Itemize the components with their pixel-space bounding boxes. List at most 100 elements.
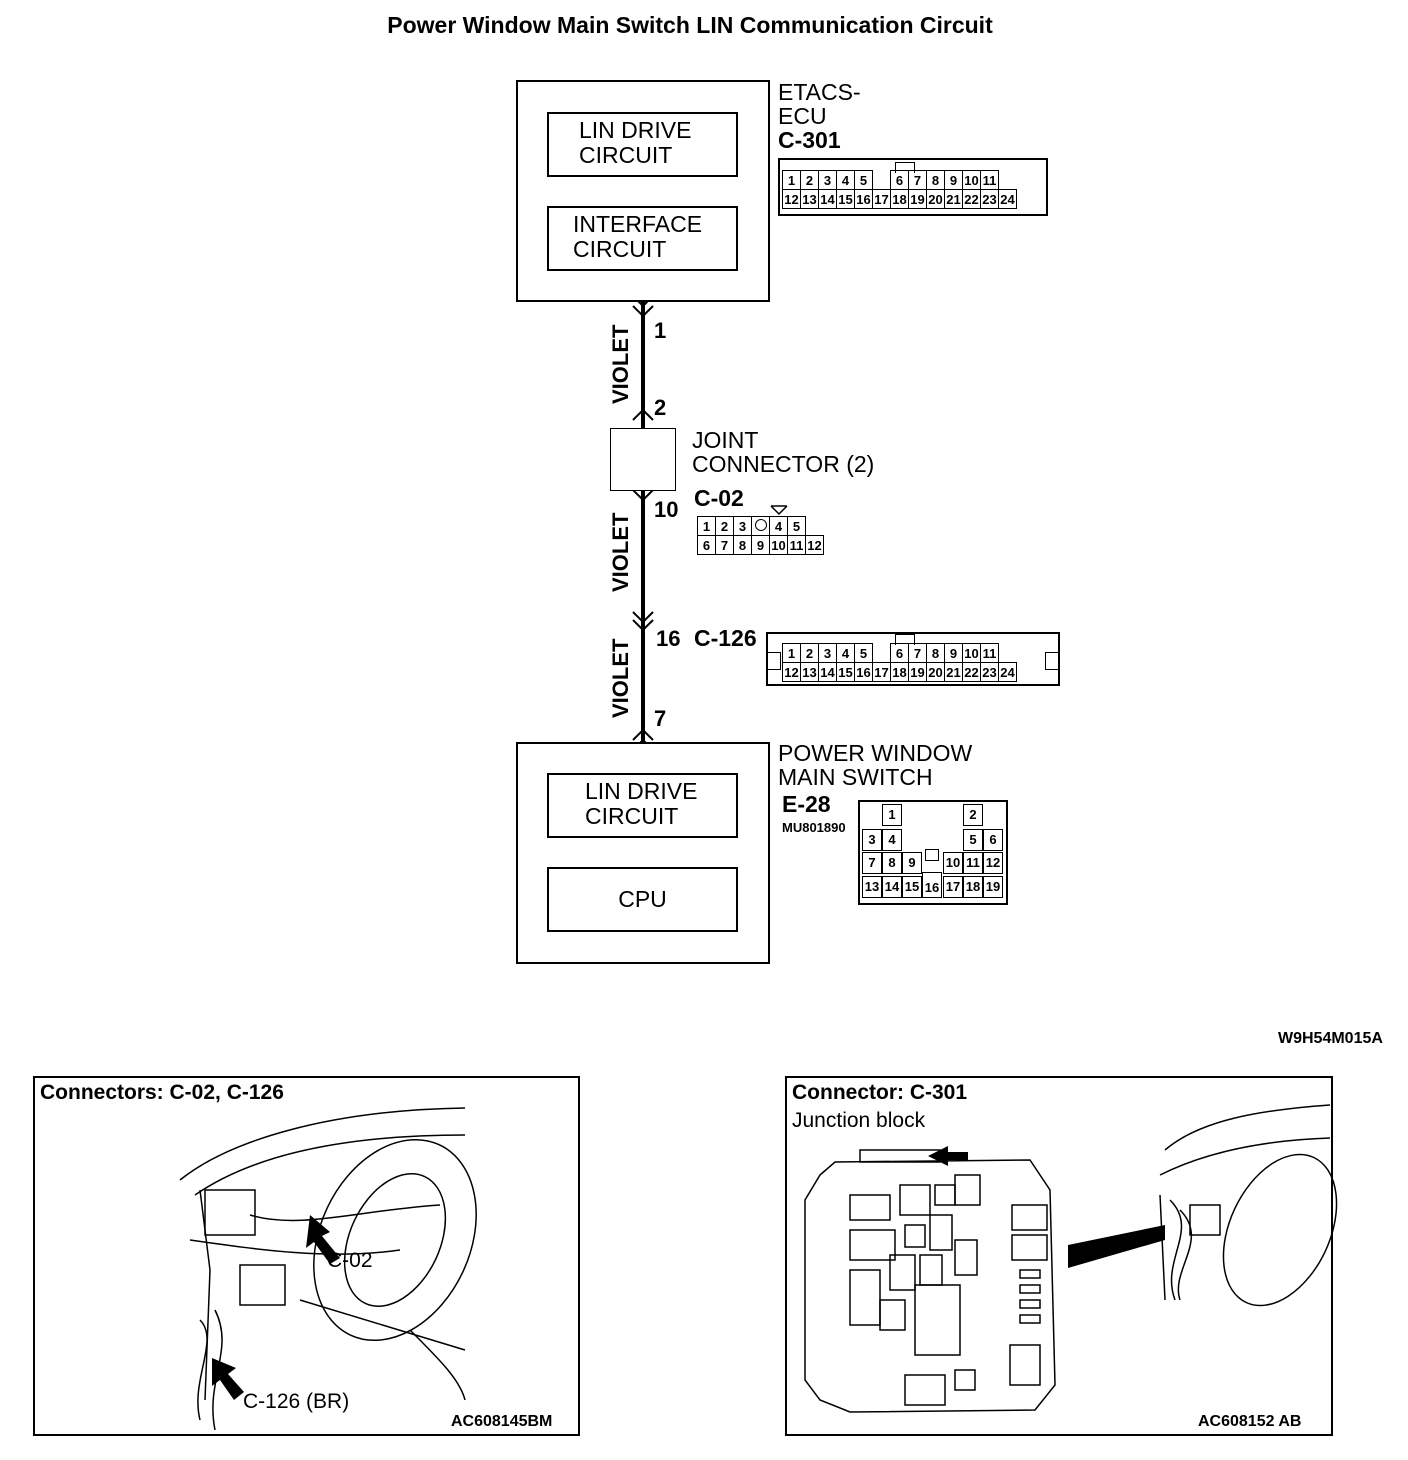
connector-pin: 15 bbox=[836, 662, 855, 682]
connector-pin: 10 bbox=[962, 170, 981, 190]
connector-pin: 6 bbox=[890, 170, 909, 190]
connector-pin: 2 bbox=[800, 170, 819, 190]
connector-pin: 11 bbox=[980, 170, 999, 190]
connector-pin: 3 bbox=[818, 170, 837, 190]
panel-right-title: Connector: C-301 bbox=[792, 1081, 968, 1104]
connector-pin: 9 bbox=[751, 535, 770, 555]
connector-pin: 10 bbox=[769, 535, 788, 555]
connector-pin: 21 bbox=[944, 662, 963, 682]
joint-connector-box bbox=[610, 428, 676, 491]
panel-left-code: AC608145BM bbox=[451, 1413, 553, 1430]
connector-pin: 3 bbox=[862, 829, 882, 851]
wire1-pin-top: 1 bbox=[654, 318, 667, 343]
c126-latch bbox=[895, 634, 915, 645]
pwms-cpu-block: CPU bbox=[547, 867, 738, 932]
figure-code: W9H54M015A bbox=[1278, 1030, 1383, 1047]
connector-pin: 14 bbox=[818, 662, 837, 682]
pwms-name-line2: MAIN SWITCH bbox=[778, 764, 933, 790]
etacs-ecu-box bbox=[516, 80, 770, 302]
etacs-name-line2: ECU bbox=[778, 103, 827, 129]
connector-pin: 3 bbox=[818, 643, 837, 663]
wire2-color: VIOLET bbox=[608, 512, 633, 592]
connector-pin: 5 bbox=[963, 829, 983, 851]
connector-pin: 23 bbox=[980, 189, 999, 209]
pwms-lin-drive-block: LIN DRIVE CIRCUIT bbox=[547, 773, 738, 838]
connector-pin: 16 bbox=[854, 189, 873, 209]
connector-key-slot bbox=[873, 171, 891, 190]
connector-pin: 22 bbox=[962, 189, 981, 209]
connector-pin: 24 bbox=[998, 662, 1017, 682]
connector-pin: 23 bbox=[980, 662, 999, 682]
etacs-interface-line2: CIRCUIT bbox=[573, 236, 667, 262]
connector-pin: 15 bbox=[902, 876, 922, 898]
dashboard-sketch-left bbox=[179, 1107, 477, 1431]
connector-pin: 18 bbox=[890, 662, 909, 682]
c126-side-tab-left bbox=[766, 652, 781, 670]
connector-pin: 11 bbox=[980, 643, 999, 663]
wire2-pin-bottom: 16 bbox=[656, 626, 681, 651]
c02-connector-id: C-02 bbox=[694, 485, 744, 511]
connector-pin: 13 bbox=[862, 876, 882, 898]
connector-pin: 12 bbox=[782, 662, 801, 682]
connector-pin: 2 bbox=[963, 804, 983, 826]
c301-latch bbox=[895, 162, 915, 173]
etacs-lin-drive-line1: LIN DRIVE bbox=[579, 117, 692, 143]
c02-latch bbox=[770, 505, 788, 519]
connector-location-panel-left bbox=[33, 1076, 580, 1436]
wire3-pin-bottom: 7 bbox=[654, 706, 667, 731]
connector-pin: 8 bbox=[882, 852, 902, 874]
connector-pin: 4 bbox=[769, 516, 788, 536]
connector-pin: 1 bbox=[782, 170, 801, 190]
wire3-color: VIOLET bbox=[608, 638, 633, 718]
connector-pin: 8 bbox=[926, 643, 945, 663]
pwms-cpu-label: CPU bbox=[618, 886, 667, 912]
page-title: Power Window Main Switch LIN Communicati… bbox=[387, 12, 993, 38]
connector-key-slot bbox=[873, 644, 891, 663]
connector-pin: 4 bbox=[882, 829, 902, 851]
connector-pin: 5 bbox=[854, 643, 873, 663]
connector-pin: 8 bbox=[926, 170, 945, 190]
connector-pin: 15 bbox=[836, 189, 855, 209]
connector-pin: 16 bbox=[922, 872, 942, 898]
e28-latch bbox=[925, 849, 939, 861]
connector-pin: 20 bbox=[926, 189, 945, 209]
connector-pin: 3 bbox=[733, 516, 752, 536]
connector-pin: 1 bbox=[697, 516, 716, 536]
e28-part-number: MU801890 bbox=[782, 820, 846, 835]
connector-pin: 11 bbox=[787, 535, 806, 555]
connector-pin: 7 bbox=[908, 170, 927, 190]
connector-pin: 7 bbox=[715, 535, 734, 555]
c126-side-tab-right bbox=[1045, 652, 1060, 670]
connector-pin: 16 bbox=[854, 662, 873, 682]
connector-pin: 4 bbox=[836, 170, 855, 190]
connector-pin: 13 bbox=[800, 662, 819, 682]
connector-pin: 5 bbox=[854, 170, 873, 190]
connector-pin: 2 bbox=[715, 516, 734, 536]
connector-pin: 22 bbox=[962, 662, 981, 682]
pwms-lin-drive-line1: LIN DRIVE bbox=[585, 778, 698, 804]
connector-pin: 17 bbox=[872, 662, 891, 682]
connector-pin: 11 bbox=[963, 852, 983, 874]
connector-pin: 6 bbox=[697, 535, 716, 555]
etacs-lin-drive-line2: CIRCUIT bbox=[579, 142, 673, 168]
etacs-lin-drive-block: LIN DRIVE CIRCUIT bbox=[547, 112, 738, 177]
connector-pin: 1 bbox=[782, 643, 801, 663]
c126-connector-id: C-126 bbox=[694, 625, 757, 651]
etacs-interface-line1: INTERFACE bbox=[573, 211, 703, 237]
connector-key-slot bbox=[751, 516, 770, 536]
connector-pin: 20 bbox=[926, 662, 945, 682]
wire1-pin-bottom: 2 bbox=[654, 395, 667, 420]
connector-pin: 8 bbox=[733, 535, 752, 555]
connector-pin: 14 bbox=[882, 876, 902, 898]
connector-pin: 19 bbox=[908, 662, 927, 682]
connector-pin: 19 bbox=[908, 189, 927, 209]
connector-pin: 5 bbox=[787, 516, 806, 536]
etacs-interface-block: INTERFACE CIRCUIT bbox=[547, 206, 738, 271]
pwms-lin-drive-line2: CIRCUIT bbox=[585, 803, 679, 829]
connector-pin: 9 bbox=[944, 643, 963, 663]
connector-pin: 10 bbox=[962, 643, 981, 663]
pwms-name-line1: POWER WINDOW bbox=[778, 740, 973, 766]
